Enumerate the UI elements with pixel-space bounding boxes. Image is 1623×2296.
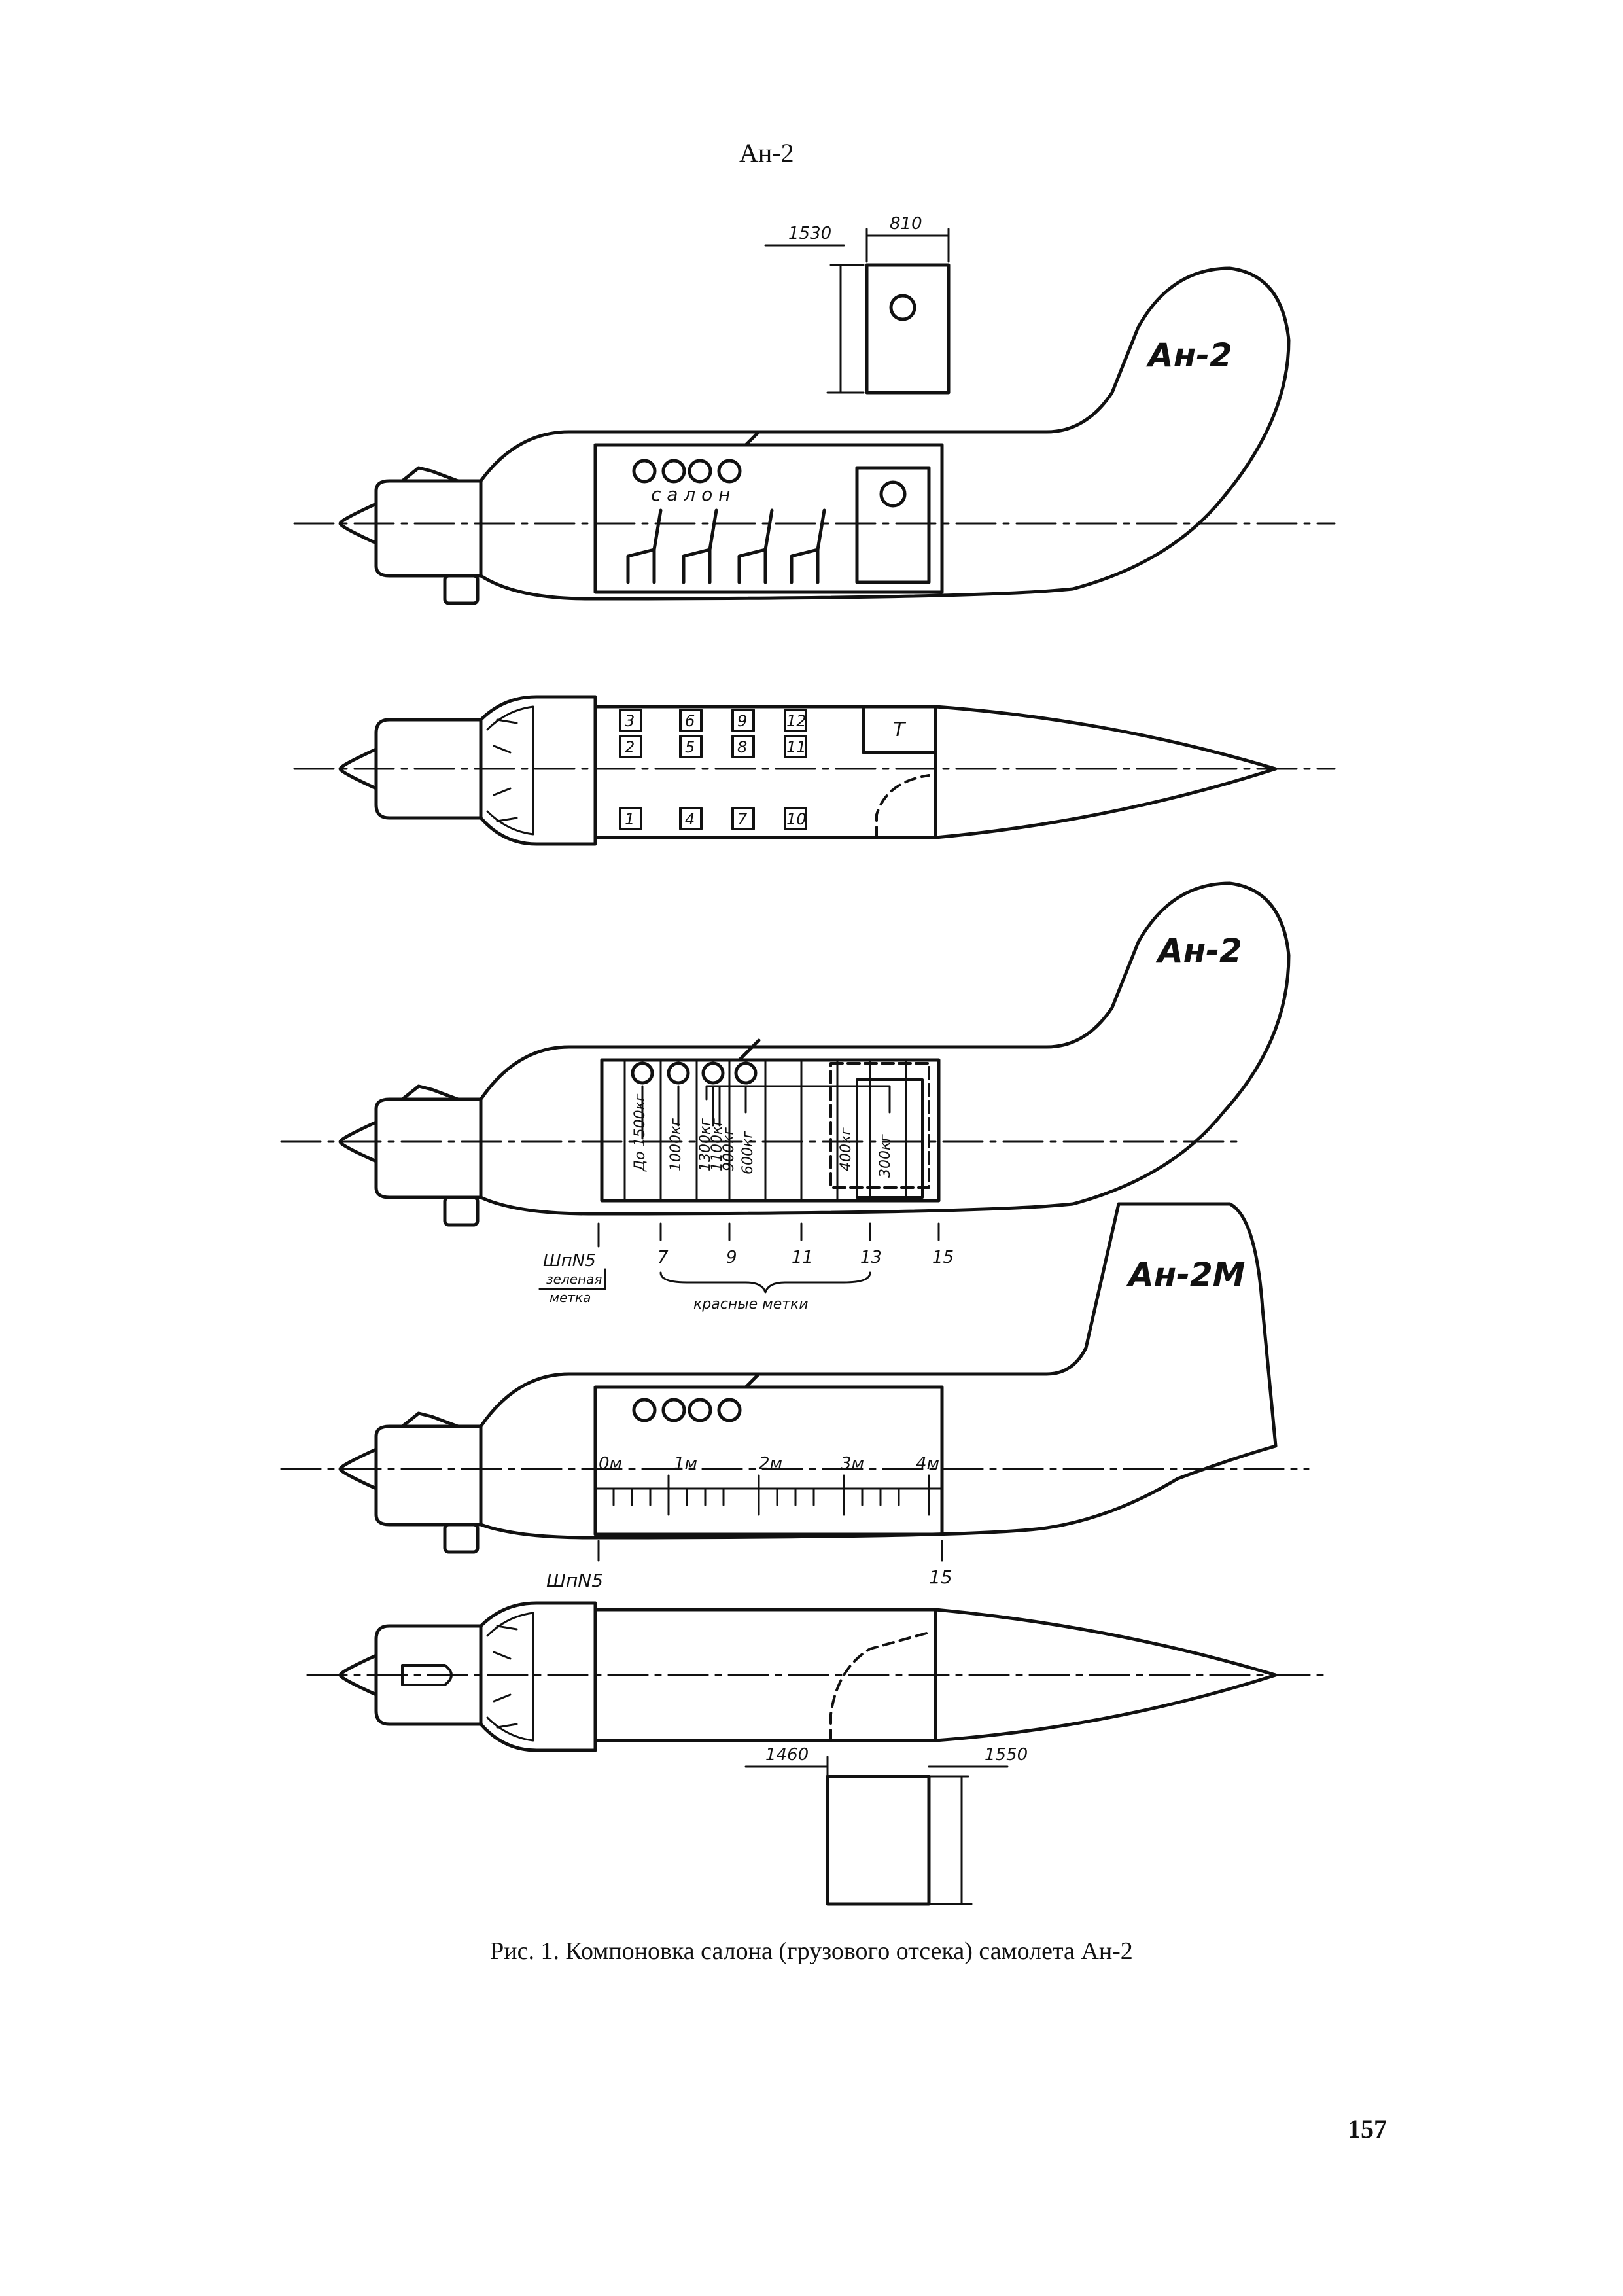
fuselage-outline <box>479 881 1291 1216</box>
dim-width-label: 1460 <box>765 1745 809 1765</box>
frame-label: ШпN5 <box>546 1570 603 1591</box>
load-label: 1100кг <box>709 1118 725 1171</box>
fuselage-outline <box>479 266 1291 601</box>
load-label: 600кг <box>740 1131 756 1174</box>
scale-label: 4м <box>916 1454 939 1474</box>
load-label: До 1500кг <box>632 1093 648 1172</box>
frame-label: ШпN5 <box>543 1251 596 1271</box>
dim-width-label: 810 <box>890 214 922 234</box>
view-side-passenger: 1530 810 с а л о н <box>293 214 1336 605</box>
scale-label: 3м <box>841 1454 864 1474</box>
load-label: 300кг <box>877 1134 894 1178</box>
frame-label: 9 <box>726 1248 737 1267</box>
load-label: 1000кг <box>668 1118 684 1171</box>
seat-number: 1 <box>625 810 635 828</box>
seat-number: 8 <box>737 738 747 756</box>
model-label: Ан-2 <box>1155 932 1242 970</box>
frame-label: 13 <box>860 1248 882 1267</box>
seat-number: 10 <box>786 810 807 828</box>
model-label: Ан-2 <box>1145 336 1232 374</box>
toilet-compartment <box>862 705 937 754</box>
propeller-spinner <box>338 502 378 545</box>
frame-label: 7 <box>657 1248 669 1267</box>
door-opening <box>826 1775 931 1906</box>
cabin-area <box>593 443 944 594</box>
dim-height-label: 1550 <box>985 1745 1028 1765</box>
engine-cowling <box>374 479 483 578</box>
fuselage-outline <box>593 705 1278 839</box>
figure-caption: Рис. 1. Компоновка салона (грузового отс… <box>490 1937 1133 1965</box>
seat-number: 3 <box>625 712 635 730</box>
green-mark-label: метка <box>550 1290 591 1305</box>
load-label: 900кг <box>721 1127 737 1171</box>
page-number: 157 <box>1348 2114 1387 2144</box>
scale-label: 2м <box>759 1454 782 1474</box>
view-top-seats: 3 2 6 5 9 8 12 11 1 4 7 10 Т <box>293 695 1336 846</box>
view-side-an2m: 0м 1м 2м 3м 4м ШпN5 15 Ан-2М <box>280 1202 1310 1591</box>
fuselage-outline <box>593 1608 1278 1742</box>
view-side-cargo: До 1500кг 1000кг 1300кг 1100кг 900кг 600… <box>280 881 1291 1313</box>
door-opening <box>865 263 951 395</box>
seat-number: 9 <box>737 712 747 730</box>
view-top-cargo: 1460 1550 <box>306 1601 1329 1906</box>
red-marks-label: красные метки <box>693 1296 809 1313</box>
load-label: 400кг <box>838 1127 854 1171</box>
scale-label: 1м <box>674 1454 697 1474</box>
model-label: Ан-2М <box>1126 1256 1246 1294</box>
toilet-label: Т <box>893 718 907 741</box>
fuselage-outline <box>479 1202 1278 1540</box>
door-window <box>889 294 916 321</box>
seat-number: 12 <box>786 712 807 730</box>
frame-label: 15 <box>929 1566 952 1588</box>
seat-number: 5 <box>685 738 695 756</box>
salon-label: с а л о н <box>651 484 731 505</box>
green-mark-label: зеленая <box>546 1271 602 1287</box>
frame-label: 15 <box>932 1248 954 1267</box>
frame-label: 11 <box>792 1248 813 1267</box>
seat-number: 4 <box>685 810 695 828</box>
seat-number: 7 <box>737 810 748 828</box>
cargo-door <box>855 466 931 584</box>
seat-number: 11 <box>786 738 807 756</box>
seat-number: 2 <box>625 738 635 756</box>
scale-label: 0м <box>599 1454 622 1474</box>
dim-height-label: 1530 <box>788 224 831 243</box>
seat-number: 6 <box>685 712 695 730</box>
load-label: 1300кг <box>697 1118 714 1171</box>
running-title: Ан-2 <box>739 138 794 168</box>
